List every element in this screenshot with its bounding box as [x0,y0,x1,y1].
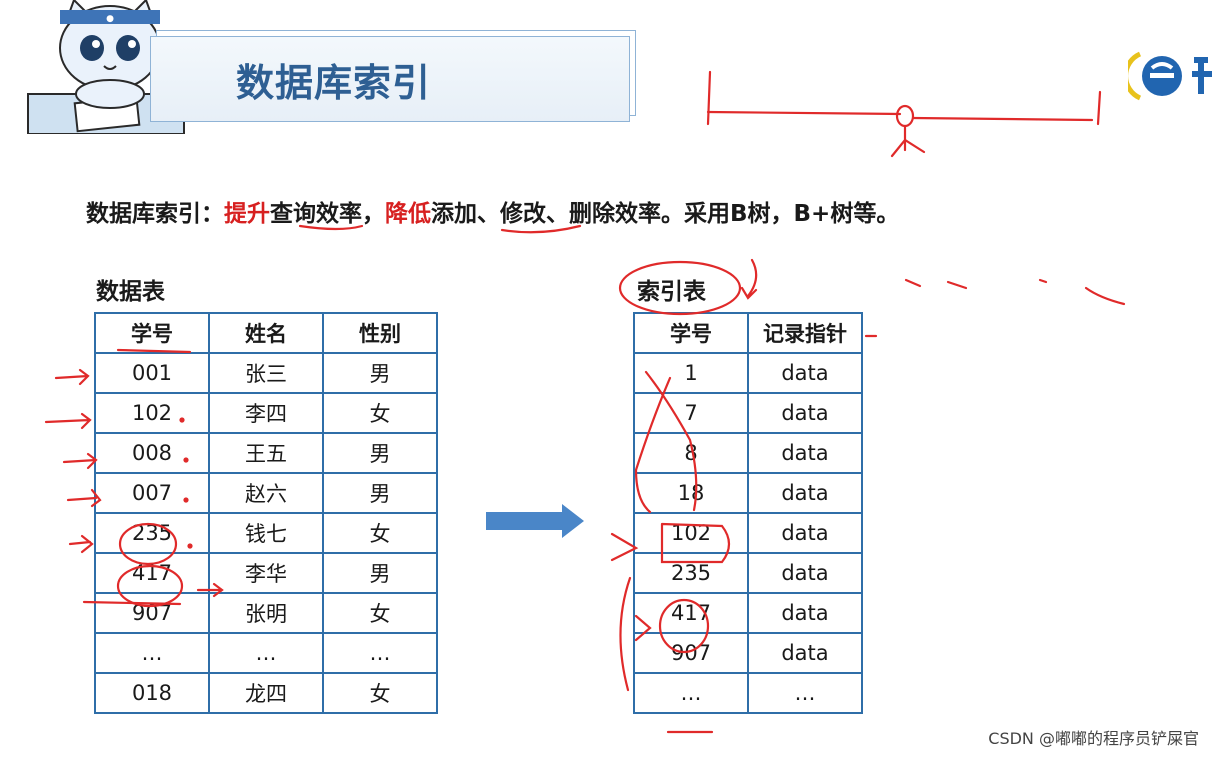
table-cell: 张明 [208,592,324,634]
table-row: …… [633,672,863,714]
column-header: 学号 [633,312,749,354]
table-cell: 907 [94,592,210,634]
table-cell: data [747,392,863,434]
description-prefix: 数据库索引： [86,201,224,227]
table-cell: data [747,632,863,674]
reduce-keyword: 降低 [385,201,431,227]
table-row: ……… [94,632,438,674]
table-cell: 王五 [208,432,324,474]
table-cell: 102 [94,392,210,434]
right-arrow-icon [486,504,586,542]
table-cell: data [747,432,863,474]
improve-rest: 查询效率， [270,201,385,227]
table-cell: … [208,632,324,674]
table-cell: 102 [633,512,749,554]
column-header: 姓名 [208,312,324,354]
table-cell: 235 [633,552,749,594]
table-cell: data [747,472,863,514]
table-cell: 907 [633,632,749,674]
column-header: 学号 [94,312,210,354]
table-cell: 张三 [208,352,324,394]
table-cell: 女 [322,672,438,714]
table-cell: 417 [94,552,210,594]
table-header-row: 学号 记录指针 [633,312,863,354]
reduce-rest: 添加、修改、删除效率。采用B树，B+树等。 [431,201,900,227]
table-cell: … [747,672,863,714]
table-cell: 李华 [208,552,324,594]
improve-keyword: 提升 [224,201,270,227]
table-cell: 赵六 [208,472,324,514]
brand-logo-icon [1128,48,1215,104]
table-cell: … [94,632,210,674]
table-cell: 18 [633,472,749,514]
table-cell: 1 [633,352,749,394]
table-cell: 女 [322,392,438,434]
column-header: 记录指针 [747,312,863,354]
index-table-caption: 索引表 [637,279,706,305]
table-cell: … [322,632,438,674]
table-cell: 417 [633,592,749,634]
table-cell: data [747,352,863,394]
table-cell: data [747,592,863,634]
table-cell: 男 [322,432,438,474]
watermark-text: CSDN @嘟嘟的程序员铲屎官 [988,729,1199,748]
table-cell: 女 [322,512,438,554]
svg-text:●: ● [106,14,114,24]
table-cell: 7 [633,392,749,434]
table-cell: 007 [94,472,210,514]
column-header: 性别 [322,312,438,354]
table-cell: 018 [94,672,210,714]
table-cell: 男 [322,472,438,514]
table-cell: 钱七 [208,512,324,554]
table-cell: 235 [94,512,210,554]
table-cell: 龙四 [208,672,324,714]
description-text: 数据库索引：提升查询效率，降低添加、修改、删除效率。采用B树，B+树等。 [86,194,899,228]
table-cell: 008 [94,432,210,474]
table-cell: 李四 [208,392,324,434]
table-cell: 8 [633,432,749,474]
table-header-row: 学号 姓名 性别 [94,312,438,354]
table-cell: 女 [322,592,438,634]
table-cell: 男 [322,352,438,394]
table-cell: 男 [322,552,438,594]
table-cell: 001 [94,352,210,394]
table-cell: data [747,552,863,594]
table-cell: data [747,512,863,554]
title-banner [150,36,630,122]
data-table-caption: 数据表 [96,279,165,305]
page-title: 数据库索引 [236,61,432,105]
table-cell: … [633,672,749,714]
